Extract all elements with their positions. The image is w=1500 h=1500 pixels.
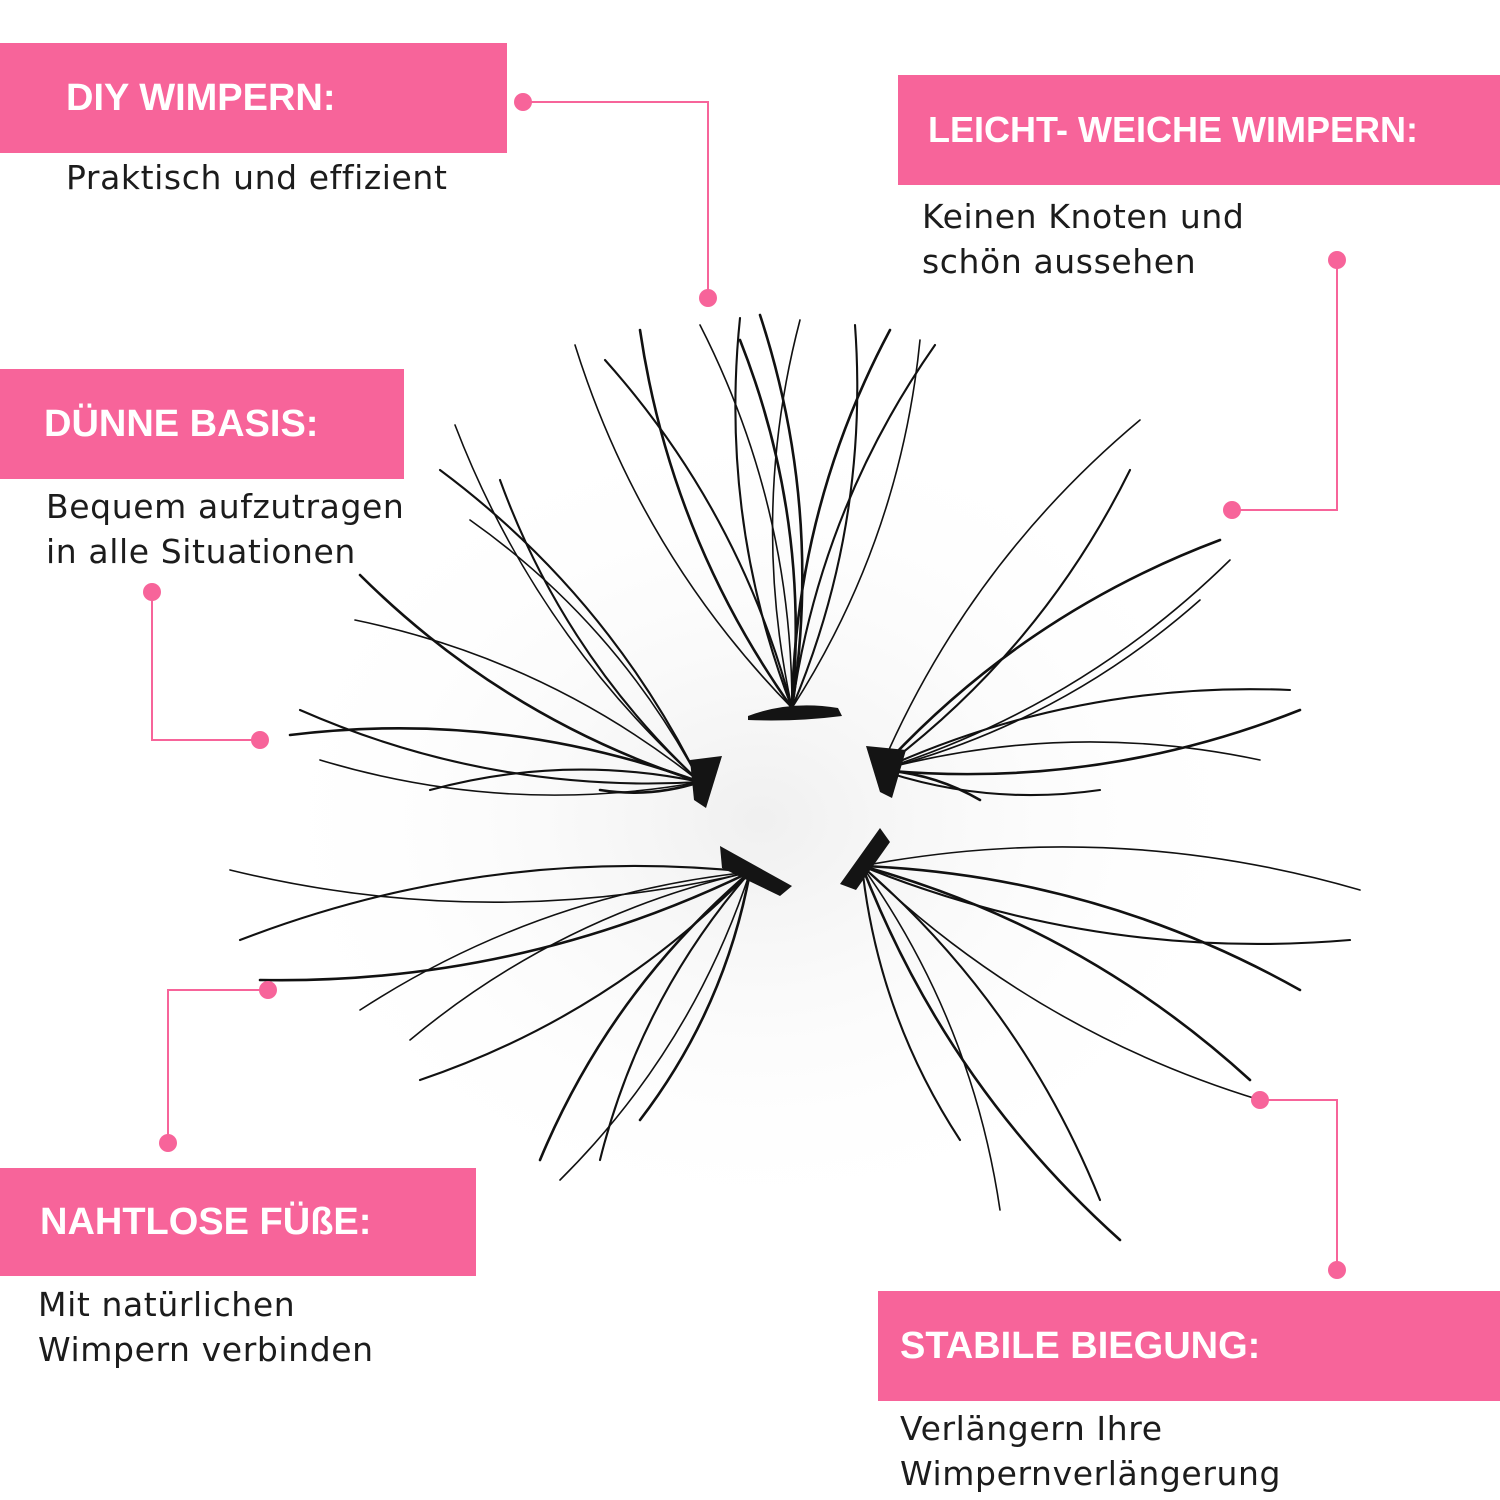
lash-strand [758,313,804,710]
lash-strand [428,768,702,792]
description-line: Verlängern Ihre [900,1409,1163,1448]
lash-strand [879,741,1261,771]
connector-diy [523,101,709,298]
lash-strand [879,599,1201,771]
feature-label-leicht-weiche: LEICHT- WEICHE WIMPERN: [898,75,1500,185]
feature-title: DÜNNE BASIS: [44,402,319,445]
lash-base-right [866,746,906,798]
lash-strand [699,324,793,709]
feature-description-nahtlose-fuesse: Mit natürlichen Wimpern verbinden [38,1282,374,1372]
lash-strand [878,768,1102,797]
lash-strand [860,864,962,1142]
lash-strand [469,519,701,783]
lash-strand [598,780,702,794]
lash-strand [878,468,1132,772]
lash-strand [860,864,1252,1082]
connector-dot [251,731,269,749]
lash-strand [559,871,751,1181]
lash-strand [438,468,702,784]
description-line: Bequem aufzutragen [46,487,405,526]
connector-stabile [1260,1099,1338,1270]
lash-strand [734,316,794,710]
lash-strand [638,328,794,710]
feature-label-diy: DIY WIMPERN: [0,43,507,153]
description-line: Wimpern verbinden [38,1330,374,1369]
lash-strand [409,871,751,1041]
lash-strand [879,559,1231,771]
connector-dot [159,1134,177,1152]
lash-strand [298,708,702,785]
connector-duenne [151,592,260,741]
lash-strand [574,344,793,709]
lash-strand [359,871,751,1011]
lash-strand [354,619,701,783]
lash-strand [229,869,751,903]
lash-strand [791,339,921,709]
feature-description-duenne-basis: Bequem aufzutragen in alle Situationen [46,484,404,574]
lash-strand [638,870,752,1122]
lash-strand [878,538,1222,772]
lash-strand [454,424,701,783]
lash-bases [690,705,906,896]
lash-strand [538,870,752,1162]
lash-strand [860,864,1302,992]
description-line: Mit natürlichen [38,1285,296,1324]
description-line: in alle Situationen [46,532,356,571]
feature-description-diy: Praktisch und effizient [66,155,448,200]
lash-strand [860,864,1122,1242]
feature-label-nahtlose-fuesse: NAHTLOSE FÜßE: [0,1168,476,1276]
lash-strand [288,727,702,784]
soft-shadow [240,400,1280,1240]
feature-title: DIY WIMPERN: [66,76,336,119]
connector-lines [151,101,1338,1270]
lash-strand [878,708,1302,776]
lash-strand [861,846,1361,891]
lash-strand [790,343,937,710]
lash-base-bottom-left [720,846,792,896]
feature-description-leicht-weiche: Keinen Knoten und schön aussehen [922,194,1244,284]
connector-dot [699,289,717,307]
connector-dots [143,93,1346,1279]
lash-strand [258,870,752,982]
lash-strand [498,478,702,784]
lash-strand [738,338,798,710]
connector-dot [1328,1261,1346,1279]
connector-dot [259,981,277,999]
connector-dot [1251,1091,1269,1109]
feature-title: STABILE BIEGUNG: [900,1324,1261,1367]
lash-base-bottom-right [840,828,890,890]
feature-label-stabile-biegung: STABILE BIEGUNG: [878,1291,1500,1401]
feature-title: NAHTLOSE FÜßE: [40,1200,372,1243]
connector-dot [1328,251,1346,269]
lash-strand [878,688,1292,772]
lash-strand [598,870,752,1162]
lash-strand [879,419,1141,771]
lash-strand [790,323,859,710]
lash-strands [229,313,1361,1242]
lash-strand [238,864,752,942]
description-line: Praktisch und effizient [66,158,448,197]
lash-strand [861,865,1001,1211]
connector-dot [143,583,161,601]
description-line: schön aussehen [922,242,1197,281]
lash-strand [860,864,1352,946]
connector-leicht [1232,260,1338,511]
lash-strand [319,759,701,796]
connector-nahtlose [167,989,268,1143]
description-line: Keinen Knoten und [922,197,1245,236]
lash-strand [418,870,752,1082]
lash-strand [860,864,1102,1202]
feature-description-stabile-biegung: Verlängern Ihre Wimpernverlängerung [900,1406,1281,1496]
connector-dot [514,93,532,111]
connector-dot [1223,501,1241,519]
lash-strand [771,319,801,709]
lash-base-top [748,705,842,721]
lash-base-left [690,756,722,808]
description-line: Wimpernverlängerung [900,1454,1282,1493]
feature-title: LEICHT- WEICHE WIMPERN: [928,109,1418,150]
feature-label-duenne-basis: DÜNNE BASIS: [0,369,404,479]
lash-strand [603,358,794,710]
